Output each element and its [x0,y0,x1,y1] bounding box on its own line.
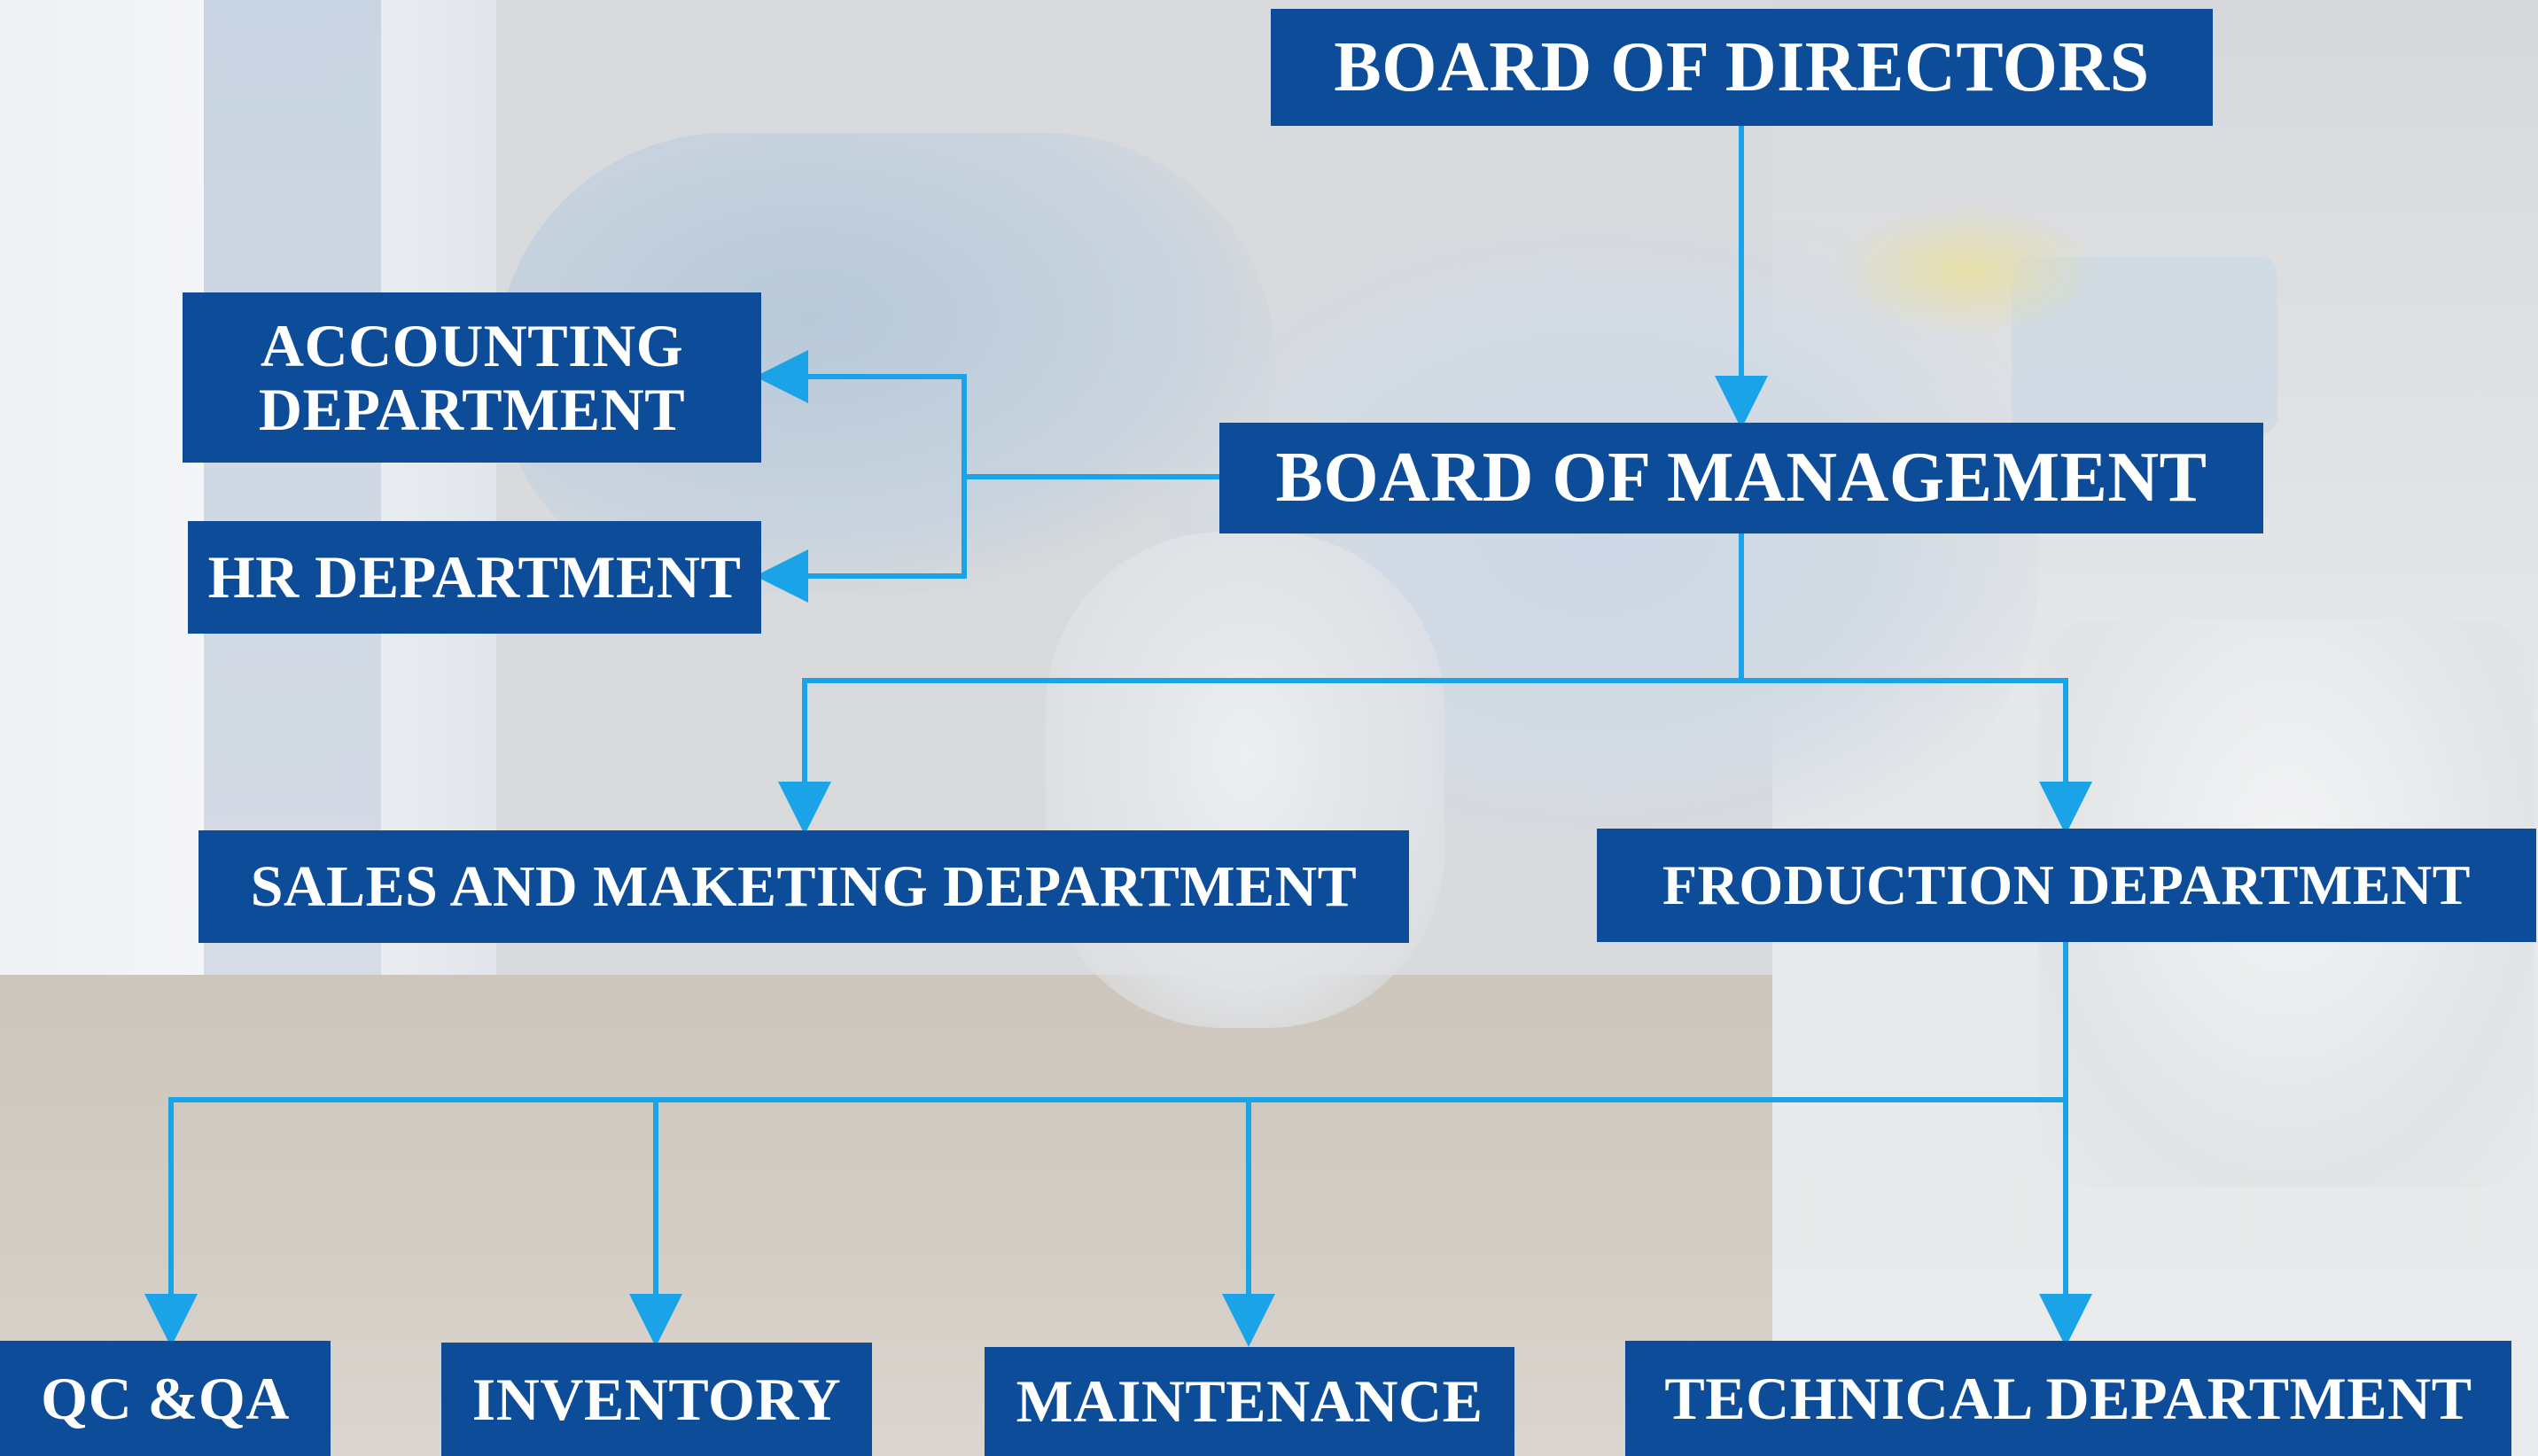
production-department-label: FRODUCTION DEPARTMENT [1662,853,2471,917]
production-department-box: FRODUCTION DEPARTMENT [1597,829,2536,942]
connector-board-of-management-to-hr [755,477,967,603]
sales-and-marketing-department-label: SALES AND MAKETING DEPARTMENT [250,853,1358,919]
connector-board-of-management-to-sales [778,533,1744,835]
board-of-directors-label: BOARD OF DIRECTORS [1334,27,2150,106]
hr-department-box: HR DEPARTMENT [188,521,761,634]
technical-department-label: TECHNICAL DEPARTMENT [1664,1364,2472,1432]
inventory-box: INVENTORY [441,1343,872,1456]
qc-qa-label: QC &QA [41,1364,290,1432]
connector-production-to-qc-qa [144,942,2068,1347]
board-of-directors-box: BOARD OF DIRECTORS [1271,9,2213,126]
maintenance-label: MAINTENANCE [1016,1367,1483,1436]
background-yellow-object [1834,204,2100,337]
connector-board-of-management-to-accounting [755,350,1219,479]
board-of-management-box: BOARD OF MANAGEMENT [1219,423,2263,533]
connector-board-of-management-to-production [1741,678,2092,835]
technical-department-box: TECHNICAL DEPARTMENT [1625,1341,2511,1456]
hr-department-label: HR DEPARTMENT [207,543,742,611]
qc-qa-box: QC &QA [0,1341,331,1456]
maintenance-box: MAINTENANCE [985,1347,1514,1456]
board-of-management-label: BOARD OF MANAGEMENT [1275,439,2207,518]
accounting-department-label: ACCOUNTING DEPARTMENT [258,311,686,443]
sales-and-marketing-department-box: SALES AND MAKETING DEPARTMENT [199,830,1409,943]
accounting-department-box: ACCOUNTING DEPARTMENT [183,292,761,463]
inventory-label: INVENTORY [471,1365,842,1433]
background-glove [1046,532,1444,1028]
